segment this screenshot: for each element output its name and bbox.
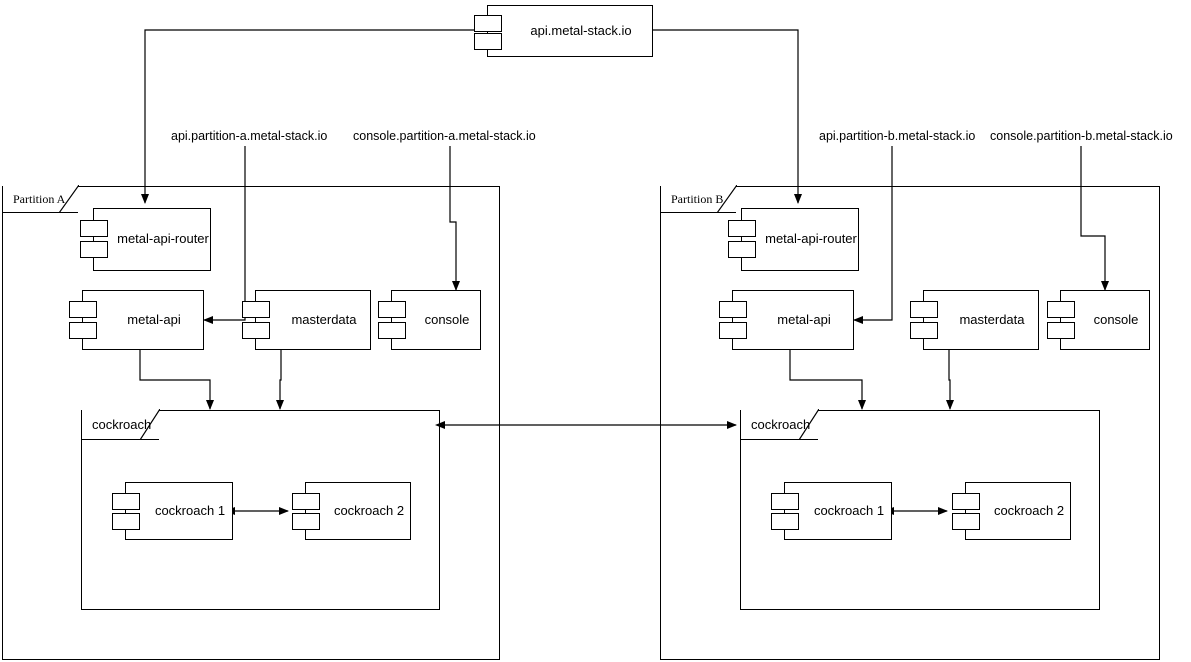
- component-console-b[interactable]: console: [1047, 290, 1150, 350]
- component-tab-upper: [771, 493, 799, 511]
- component-tab-lower: [952, 512, 980, 530]
- partition-b-label-tab: Partition B: [660, 185, 737, 213]
- component-cockroach-1-a[interactable]: cockroach 1: [112, 482, 233, 540]
- cockroach-group-b-tab-corner: [799, 409, 819, 440]
- connector-metal-api-b-to-cockroach: [789, 350, 866, 410]
- connector-console-partition-a: [449, 146, 460, 291]
- component-masterdata-a[interactable]: masterdata: [242, 290, 371, 350]
- component-label: masterdata: [959, 311, 1025, 327]
- component-tab-upper: [952, 493, 980, 511]
- component-tab-lower: [728, 241, 756, 259]
- component-label: metal-api-router: [117, 231, 209, 247]
- partition-b-label: Partition B: [671, 191, 724, 206]
- component-label: api.metal-stack.io: [530, 22, 632, 38]
- component-metal-api-b[interactable]: metal-api: [719, 290, 854, 350]
- partition-a-label-tab: Partition A: [2, 185, 79, 213]
- component-label: console: [1093, 311, 1139, 327]
- connector-api-to-router-a: [141, 29, 487, 204]
- edge-label-console-partition-a: console.partition-a.metal-stack.io: [353, 129, 536, 143]
- component-label: cockroach 1: [154, 502, 226, 518]
- partition-a-tab-corner: [59, 185, 79, 213]
- component-tab-lower: [474, 32, 502, 50]
- component-tab-lower: [242, 321, 270, 339]
- component-tab-lower: [1047, 321, 1075, 339]
- component-tab-upper: [69, 301, 97, 319]
- component-tab-upper: [112, 493, 140, 511]
- component-tab-lower: [719, 321, 747, 339]
- cockroach-group-b-label-tab: cockroach: [740, 409, 819, 440]
- component-tab-upper: [1047, 301, 1075, 319]
- component-tab-upper: [719, 301, 747, 319]
- component-label: metal-api-router: [765, 231, 857, 247]
- component-tab-lower: [910, 321, 938, 339]
- component-label: cockroach 1: [813, 502, 885, 518]
- component-tab-upper: [292, 493, 320, 511]
- component-label: metal-api: [127, 311, 181, 327]
- component-tab-lower: [771, 512, 799, 530]
- component-metal-api-router-b[interactable]: metal-api-router: [728, 208, 859, 271]
- component-tab-upper: [474, 15, 502, 32]
- component-console-a[interactable]: console: [378, 290, 481, 350]
- component-api-metal-stack-io[interactable]: api.metal-stack.io: [474, 5, 653, 57]
- component-tab-lower: [292, 512, 320, 530]
- edge-label-api-partition-a: api.partition-a.metal-stack.io: [171, 129, 328, 143]
- cockroach-group-a-container: [81, 410, 440, 610]
- component-label: masterdata: [291, 311, 357, 327]
- component-tab-lower: [112, 512, 140, 530]
- component-masterdata-b[interactable]: masterdata: [910, 290, 1039, 350]
- component-label: cockroach 2: [993, 502, 1065, 518]
- component-cockroach-1-b[interactable]: cockroach 1: [771, 482, 892, 540]
- edge-label-console-partition-b: console.partition-b.metal-stack.io: [990, 129, 1173, 143]
- cockroach-group-a-label-tab: cockroach: [81, 409, 160, 440]
- partition-b-container: [660, 186, 1160, 660]
- connector-masterdata-b-to-cockroach: [946, 350, 954, 410]
- cockroach-group-a-label: cockroach: [92, 417, 152, 432]
- component-tab-upper: [728, 219, 756, 237]
- connector-console-partition-b: [1080, 146, 1109, 291]
- cockroach-group-b-label: cockroach: [751, 417, 811, 432]
- component-label: console: [424, 311, 470, 327]
- component-tab-lower: [378, 321, 406, 339]
- partition-b-tab-corner: [717, 185, 737, 213]
- cockroach-group-b-container: [740, 410, 1100, 610]
- connector-masterdata-a-to-cockroach: [276, 350, 284, 410]
- component-tab-upper: [242, 301, 270, 319]
- connector-api-partition-a: [203, 146, 246, 324]
- component-cockroach-2-b[interactable]: cockroach 2: [952, 482, 1071, 540]
- component-cockroach-2-a[interactable]: cockroach 2: [292, 482, 411, 540]
- connector-api-to-router-b: [653, 29, 802, 204]
- component-label: metal-api: [777, 311, 831, 327]
- component-tab-upper: [378, 301, 406, 319]
- component-metal-api-a[interactable]: metal-api: [69, 290, 204, 350]
- component-tab-upper: [910, 301, 938, 319]
- component-tab-upper: [80, 219, 108, 237]
- component-tab-lower: [80, 241, 108, 259]
- connector-metal-api-a-to-cockroach: [139, 350, 214, 410]
- edge-label-api-partition-b: api.partition-b.metal-stack.io: [819, 129, 976, 143]
- partition-a-label: Partition A: [13, 191, 66, 206]
- cockroach-group-a-tab-corner: [140, 409, 160, 440]
- component-label: cockroach 2: [333, 502, 405, 518]
- component-tab-lower: [69, 321, 97, 339]
- connector-api-partition-b: [853, 146, 893, 324]
- component-metal-api-router-a[interactable]: metal-api-router: [80, 208, 211, 271]
- partition-a-container: [2, 186, 500, 660]
